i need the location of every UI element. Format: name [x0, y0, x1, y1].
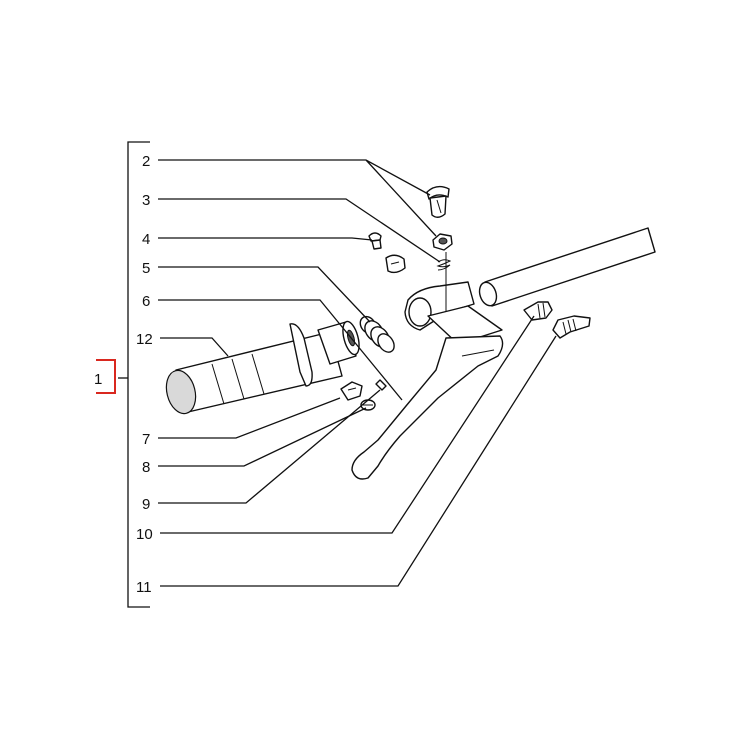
leader-5 — [158, 266, 371, 323]
pivot-bolt — [426, 185, 450, 218]
callout-12-label[interactable]: 12 — [136, 331, 153, 348]
handlebar-grip — [165, 320, 360, 415]
leader-4 — [158, 237, 373, 241]
leader-12 — [160, 337, 229, 357]
clutch-lever — [351, 335, 504, 480]
leader-10 — [160, 315, 535, 534]
pivot-nut — [432, 233, 453, 251]
callout-9-label[interactable]: 9 — [142, 496, 150, 513]
callout-1-label: 1 — [94, 371, 102, 388]
barrel-nipple — [552, 315, 591, 339]
callout-5-label[interactable]: 5 — [142, 260, 150, 277]
handlebar-tube — [478, 227, 656, 307]
lever-bracket — [404, 252, 503, 345]
callout-7-label[interactable]: 7 — [142, 431, 150, 448]
clamp-screw — [368, 232, 406, 274]
leader-2 — [158, 159, 437, 237]
leader-6 — [158, 299, 403, 401]
callout-labels: 2 3 4 5 6 12 7 8 9 10 11 — [136, 153, 153, 596]
assembly-bracket — [118, 141, 150, 608]
callout-11-label[interactable]: 11 — [136, 579, 152, 596]
leader-3 — [158, 198, 441, 263]
leader-7 — [158, 397, 341, 439]
leader-9 — [158, 389, 381, 504]
callout-2-label[interactable]: 2 — [142, 153, 150, 170]
leader-lines — [158, 159, 557, 587]
callout-1[interactable]: 1 — [94, 359, 116, 394]
cable-adjuster — [523, 301, 553, 321]
callout-8-label[interactable]: 8 — [142, 459, 150, 476]
callout-3-label[interactable]: 3 — [142, 192, 150, 209]
callout-1-highlight — [96, 359, 116, 394]
coil-spring — [359, 315, 395, 353]
small-pin — [375, 379, 387, 391]
callout-4-label[interactable]: 4 — [142, 231, 150, 248]
cable-clip — [340, 381, 363, 401]
callout-6-label[interactable]: 6 — [142, 293, 150, 310]
leader-11 — [160, 335, 557, 587]
leader-8 — [158, 407, 367, 467]
callout-10-label[interactable]: 10 — [136, 526, 153, 543]
